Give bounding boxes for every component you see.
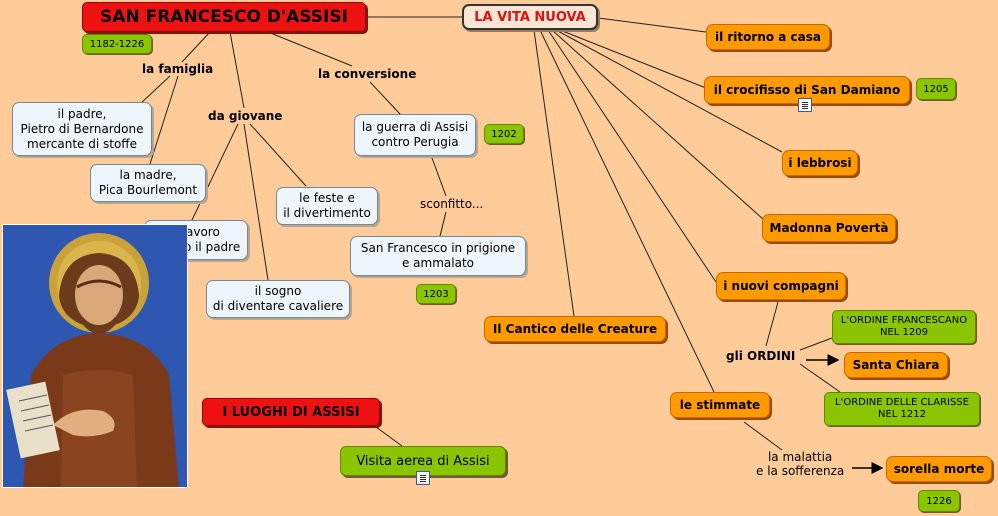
aerial-visit-node[interactable]: Visita aerea di Assisi bbox=[340, 446, 506, 476]
label-conversione: la conversione bbox=[318, 67, 417, 81]
places-node[interactable]: I LUOGHI DI ASSISI bbox=[202, 398, 380, 426]
poverty-node[interactable]: Madonna Povertà bbox=[762, 214, 896, 242]
label-sconfitto: sconfitto... bbox=[420, 197, 484, 211]
date-life: 1182-1226 bbox=[82, 34, 152, 54]
parties-line1: le feste e bbox=[299, 191, 355, 205]
war-node[interactable]: la guerra di Assisi contro Perugia bbox=[354, 114, 476, 156]
father-line1: il padre, bbox=[57, 106, 107, 121]
mother-line1: la madre, bbox=[119, 168, 177, 182]
portrait-drawing bbox=[3, 225, 187, 487]
dream-line1: il sogno bbox=[254, 284, 302, 298]
war-line1: la guerra di Assisi bbox=[361, 120, 469, 134]
parties-node[interactable]: le feste e il divertimento bbox=[276, 187, 378, 225]
parties-line2: il divertimento bbox=[283, 206, 371, 220]
label-ordini: gli ORDINI bbox=[726, 349, 796, 363]
lepers-node[interactable]: i lebbrosi bbox=[782, 150, 858, 176]
santa-chiara-node[interactable]: Santa Chiara bbox=[844, 352, 948, 378]
stigmata-node[interactable]: le stimmate bbox=[670, 392, 770, 418]
label-da-giovane: da giovane bbox=[208, 109, 283, 123]
document-icon[interactable] bbox=[798, 98, 812, 112]
clarisse-line2: NEL 1212 bbox=[878, 409, 926, 420]
date-1202: 1202 bbox=[484, 124, 524, 144]
companions-node[interactable]: i nuovi compagni bbox=[716, 272, 846, 300]
mother-line2: Pica Bourlemont bbox=[98, 183, 198, 197]
illness-line2: e la sofferenza bbox=[756, 464, 845, 478]
father-line3: mercante di stoffe bbox=[27, 136, 137, 151]
prison-line1: San Francesco in prigione bbox=[360, 241, 516, 255]
illness-line1: la malattia bbox=[767, 450, 833, 464]
date-1203: 1203 bbox=[416, 284, 456, 304]
label-famiglia: la famiglia bbox=[142, 62, 214, 76]
franciscan-line1: L'ORDINE FRANCESCANO bbox=[840, 315, 968, 326]
return-home-node[interactable]: il ritorno a casa bbox=[706, 24, 830, 50]
date-1205: 1205 bbox=[916, 78, 956, 100]
clarisse-order-node[interactable]: L'ORDINE DELLE CLARISSE NEL 1212 bbox=[824, 392, 980, 426]
label-illness: la malattia e la sofferenza bbox=[756, 450, 844, 478]
saint-francis-portrait bbox=[2, 224, 188, 488]
franciscan-line2: NEL 1209 bbox=[880, 327, 928, 338]
clarisse-line1: L'ORDINE DELLE CLARISSE bbox=[835, 397, 969, 408]
father-node[interactable]: il padre, Pietro di Bernardone mercante … bbox=[12, 102, 152, 156]
document-icon[interactable] bbox=[416, 471, 430, 485]
father-line2: Pietro di Bernardone bbox=[20, 121, 144, 136]
canticle-node[interactable]: Il Cantico delle Creature bbox=[484, 316, 666, 342]
dream-line2: di diventare cavaliere bbox=[212, 299, 344, 313]
war-line2: contro Perugia bbox=[371, 135, 459, 149]
franciscan-order-node[interactable]: L'ORDINE FRANCESCANO NEL 1209 bbox=[832, 310, 976, 344]
date-1226: 1226 bbox=[918, 490, 960, 512]
mother-node[interactable]: la madre, Pica Bourlemont bbox=[90, 164, 206, 202]
prison-line2: e ammalato bbox=[401, 256, 475, 270]
dream-node[interactable]: il sogno di diventare cavaliere bbox=[206, 280, 350, 318]
title-node[interactable]: SAN FRANCESCO D'ASSISI bbox=[82, 2, 366, 32]
sister-death-node[interactable]: sorella morte bbox=[886, 456, 992, 482]
vita-nuova-node[interactable]: LA VITA NUOVA bbox=[462, 4, 598, 30]
prison-node[interactable]: San Francesco in prigione e ammalato bbox=[350, 236, 526, 276]
